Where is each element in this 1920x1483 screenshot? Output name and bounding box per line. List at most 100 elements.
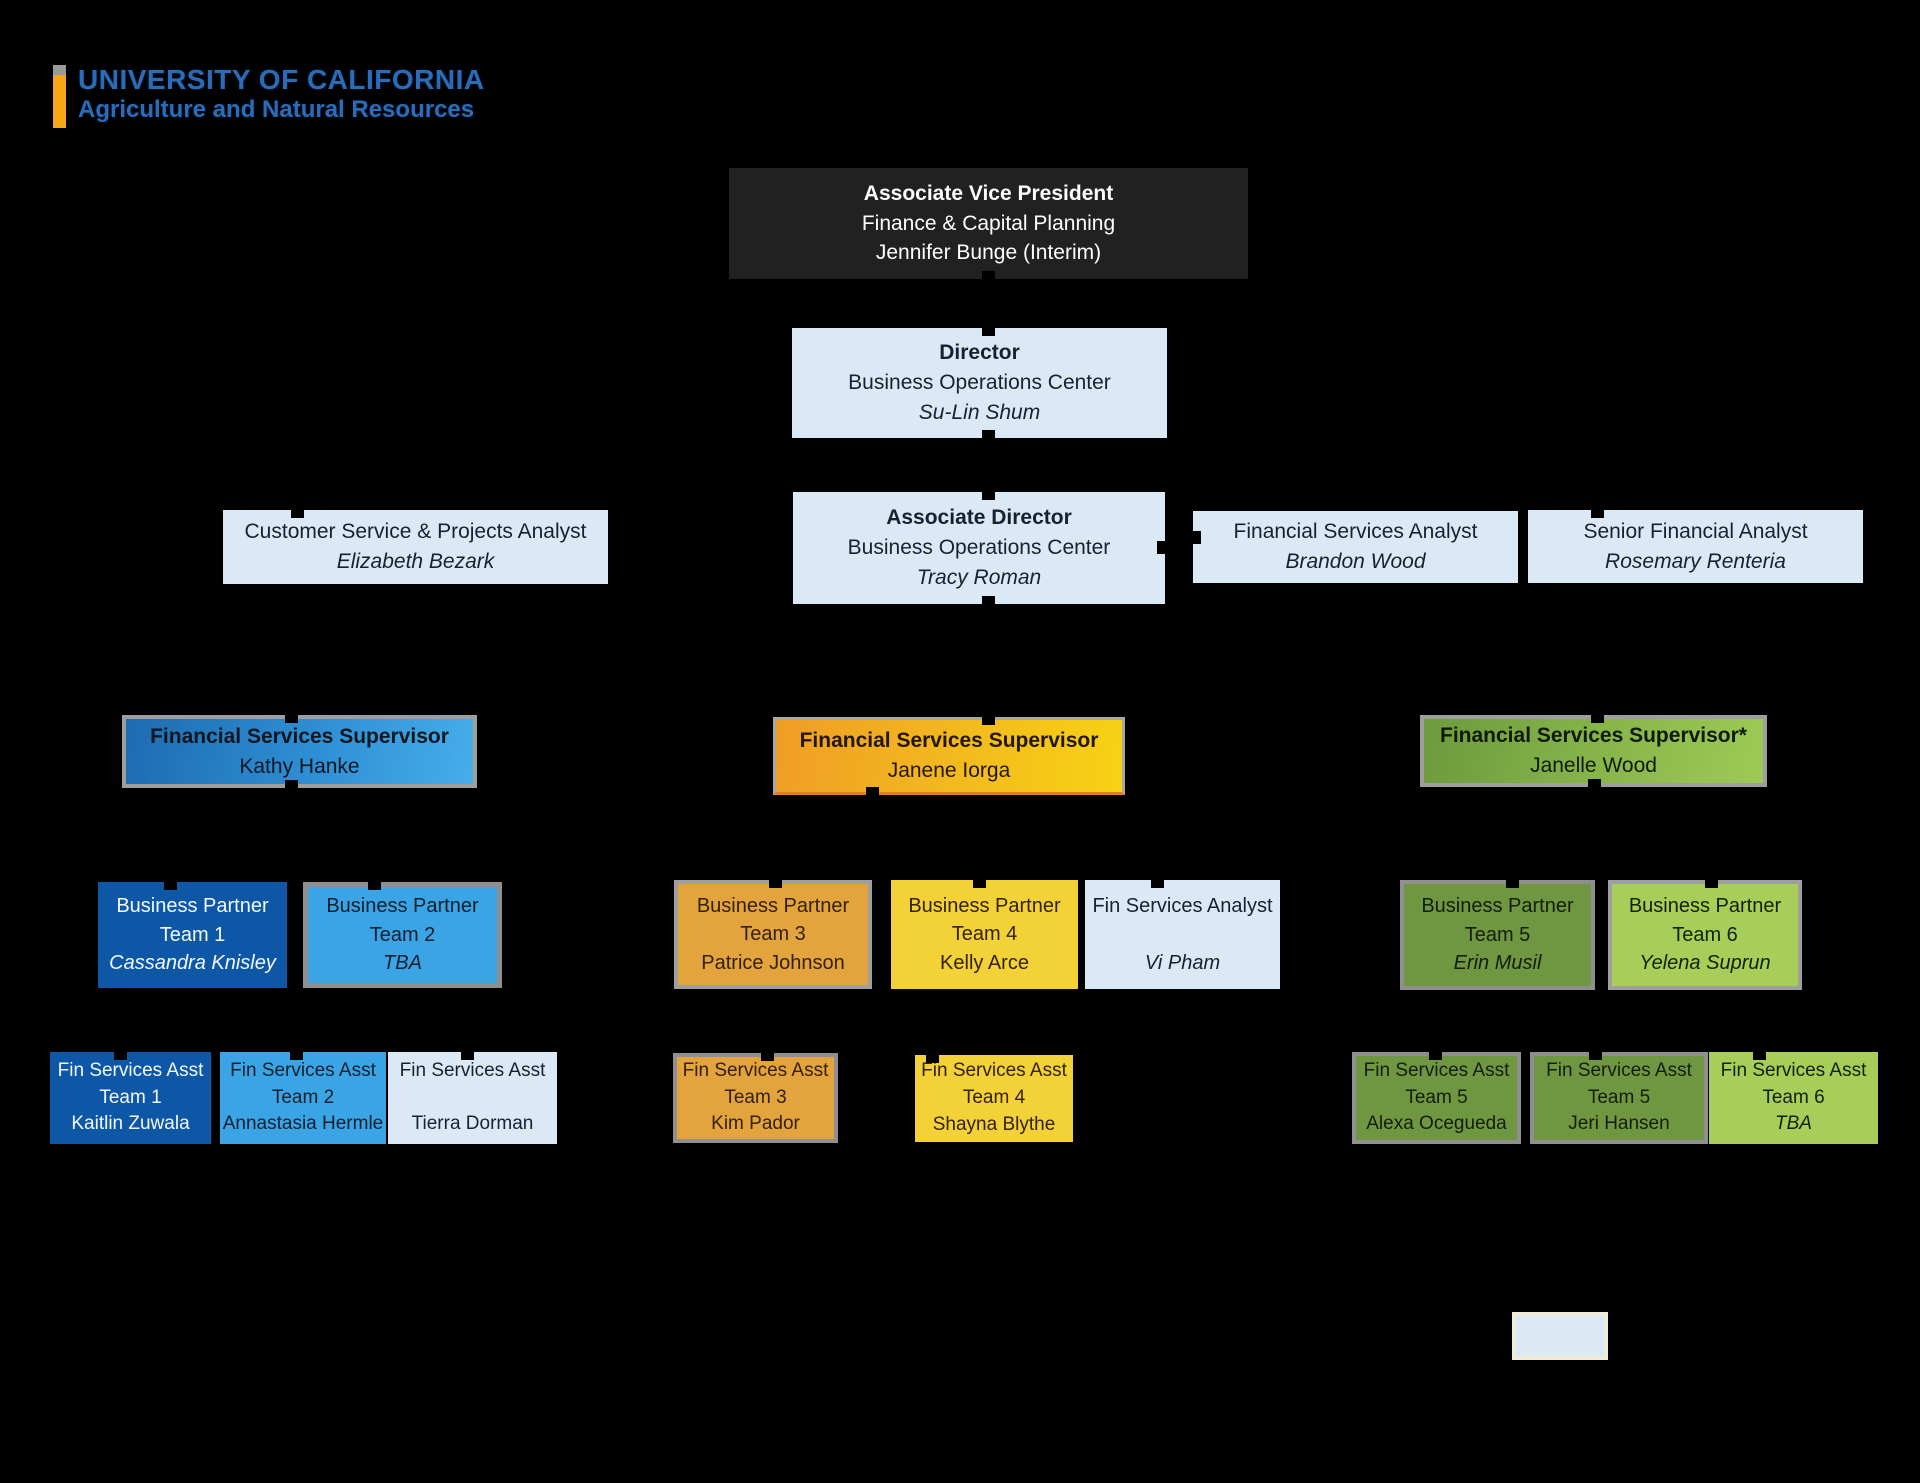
box-customer-service-projects-analyst: Customer Service & Projects Analyst Eliz… (223, 510, 608, 584)
box-team: Team 2 (271, 1086, 335, 1108)
box-business-partner-team-4: Business Partner Team 4 Kelly Arce (891, 880, 1078, 989)
box-fin-services-asst-team-5-ocegueda: Fin Services Asst Team 5 Alexa Ocegueda (1352, 1052, 1521, 1144)
box-title: Senior Financial Analyst (1583, 519, 1808, 543)
box-title: Financial Services Analyst (1233, 520, 1478, 544)
box-person-name: Jennifer Bunge (Interim) (875, 241, 1102, 265)
box-title: Fin Services Analyst (1092, 894, 1273, 917)
box-person-name: Alexa Ocegueda (1366, 1113, 1507, 1135)
connector-nub (761, 1045, 774, 1061)
legend-box (1512, 1312, 1608, 1360)
box-title: Business Partner (1628, 895, 1782, 918)
box-business-partner-team-5: Business Partner Team 5 Erin Musil (1400, 880, 1595, 990)
box-senior-financial-analyst: Senior Financial Analyst Rosemary Renter… (1528, 510, 1863, 583)
logo-division-name: Agriculture and Natural Resources (78, 96, 475, 124)
box-team: Team 1 (99, 1086, 162, 1108)
box-person-name: Tracy Roman (916, 565, 1042, 589)
box-title: Fin Services Asst (682, 1059, 829, 1081)
connector-nub (1506, 872, 1519, 888)
box-person-name: Janelle Wood (1530, 754, 1657, 777)
box-person-name: TBA (383, 952, 422, 975)
box-fin-services-asst-team-6: Fin Services Asst Team 6 TBA (1709, 1052, 1878, 1144)
box-person-name: Su-Lin Shum (918, 400, 1041, 424)
connector-nub (1591, 707, 1604, 723)
box-person-name: Shayna Blythe (932, 1113, 1056, 1135)
box-title: Associate Director (886, 506, 1072, 530)
box-person-name: Yelena Suprun (1639, 952, 1771, 975)
box-team: Team 5 (1464, 923, 1531, 946)
connector-nub (1591, 502, 1604, 518)
connector-nub (1157, 541, 1173, 554)
box-team: Team 5 (1587, 1086, 1651, 1108)
box-business-partner-team-3: Business Partner Team 3 Patrice Johnson (674, 880, 872, 989)
connector-nub (926, 1047, 939, 1063)
box-title: Fin Services Asst (1546, 1059, 1692, 1081)
box-title: Fin Services Asst (921, 1060, 1067, 1082)
connector-nub (973, 872, 986, 888)
box-fin-services-analyst: Fin Services Analyst Vi Pham (1085, 880, 1280, 989)
box-team: Team 3 (740, 923, 806, 946)
connector-nub (982, 709, 995, 725)
box-financial-services-supervisor-blue: Financial Services Supervisor Kathy Hank… (122, 715, 477, 788)
box-financial-services-supervisor-gold: Financial Services Supervisor Janene Ior… (773, 717, 1125, 795)
connector-nub (1185, 531, 1201, 544)
box-associate-vice-president: Associate Vice President Finance & Capit… (729, 168, 1248, 279)
box-person-name: Kaitlin Zuwala (71, 1113, 190, 1135)
box-team: Team 1 (159, 923, 226, 946)
box-title: Fin Services Asst (230, 1059, 376, 1081)
connector-nub (1589, 1044, 1602, 1060)
logo-gold-bar (53, 75, 66, 128)
box-person-name: Jeri Hansen (1568, 1113, 1670, 1135)
connector-nub (982, 320, 995, 336)
box-team: Team 6 (1762, 1086, 1825, 1108)
box-person-name: Elizabeth Bezark (336, 550, 495, 573)
box-financial-services-analyst: Financial Services Analyst Brandon Wood (1193, 511, 1518, 583)
box-person-name: Tierra Dorman (411, 1113, 534, 1135)
box-title: Fin Services Asst (1720, 1059, 1867, 1081)
box-department: Business Operations Center (848, 371, 1111, 395)
box-title: Financial Services Supervisor (150, 724, 449, 748)
box-fin-services-asst-dorman: Fin Services Asst Tierra Dorman (388, 1052, 557, 1144)
box-person-name: Cassandra Knisley (109, 952, 276, 975)
box-department: Business Operations Center (847, 536, 1111, 560)
box-team (1085, 920, 1280, 948)
logo-university-name: UNIVERSITY OF CALIFORNIA (78, 64, 485, 95)
box-title: Fin Services Asst (1363, 1059, 1510, 1081)
connector-nub (164, 874, 177, 890)
box-team: Team 2 (369, 923, 436, 946)
box-person-name: TBA (1775, 1113, 1812, 1135)
box-person-name: Patrice Johnson (701, 951, 845, 974)
box-person-name: Annastasia Hermle (222, 1113, 384, 1135)
connector-nub (982, 596, 995, 612)
box-person-name: Brandon Wood (1285, 550, 1426, 573)
box-title: Business Partner (326, 895, 479, 918)
box-team: Team 4 (962, 1087, 1026, 1109)
box-person-name: Erin Musil (1453, 952, 1542, 975)
box-department: Finance & Capital Planning (861, 211, 1116, 235)
box-team: Team 4 (951, 923, 1018, 946)
box-person-name: Kathy Hanke (239, 754, 360, 778)
box-fin-services-asst-team-4: Fin Services Asst Team 4 Shayna Blythe (915, 1055, 1073, 1142)
box-title: Business Partner (908, 894, 1061, 917)
box-associate-director: Associate Director Business Operations C… (793, 492, 1165, 604)
connector-nub (1429, 1044, 1442, 1060)
connector-nub (769, 872, 782, 888)
box-business-partner-team-1: Business Partner Team 1 Cassandra Knisle… (98, 882, 287, 988)
connector-nub (290, 1044, 303, 1060)
box-fin-services-asst-team-5-hansen: Fin Services Asst Team 5 Jeri Hansen (1530, 1052, 1708, 1144)
box-team (388, 1085, 557, 1112)
box-team: Team 5 (1405, 1086, 1468, 1108)
connector-nub (461, 1044, 474, 1060)
box-title: Financial Services Supervisor* (1440, 724, 1747, 748)
connector-nub (1705, 872, 1718, 888)
connector-nub (1151, 872, 1164, 888)
box-person-name: Kelly Arce (940, 951, 1029, 974)
connector-nub (1753, 1044, 1766, 1060)
box-person-name: Vi Pham (1144, 951, 1221, 974)
box-title: Business Partner (696, 894, 850, 917)
connector-nub (1588, 779, 1601, 795)
box-financial-services-supervisor-green: Financial Services Supervisor* Janelle W… (1420, 715, 1767, 787)
connector-nub (114, 1044, 127, 1060)
box-title: Fin Services Asst (399, 1059, 546, 1081)
connector-nub (982, 484, 995, 500)
box-title: Fin Services Asst (57, 1059, 204, 1081)
